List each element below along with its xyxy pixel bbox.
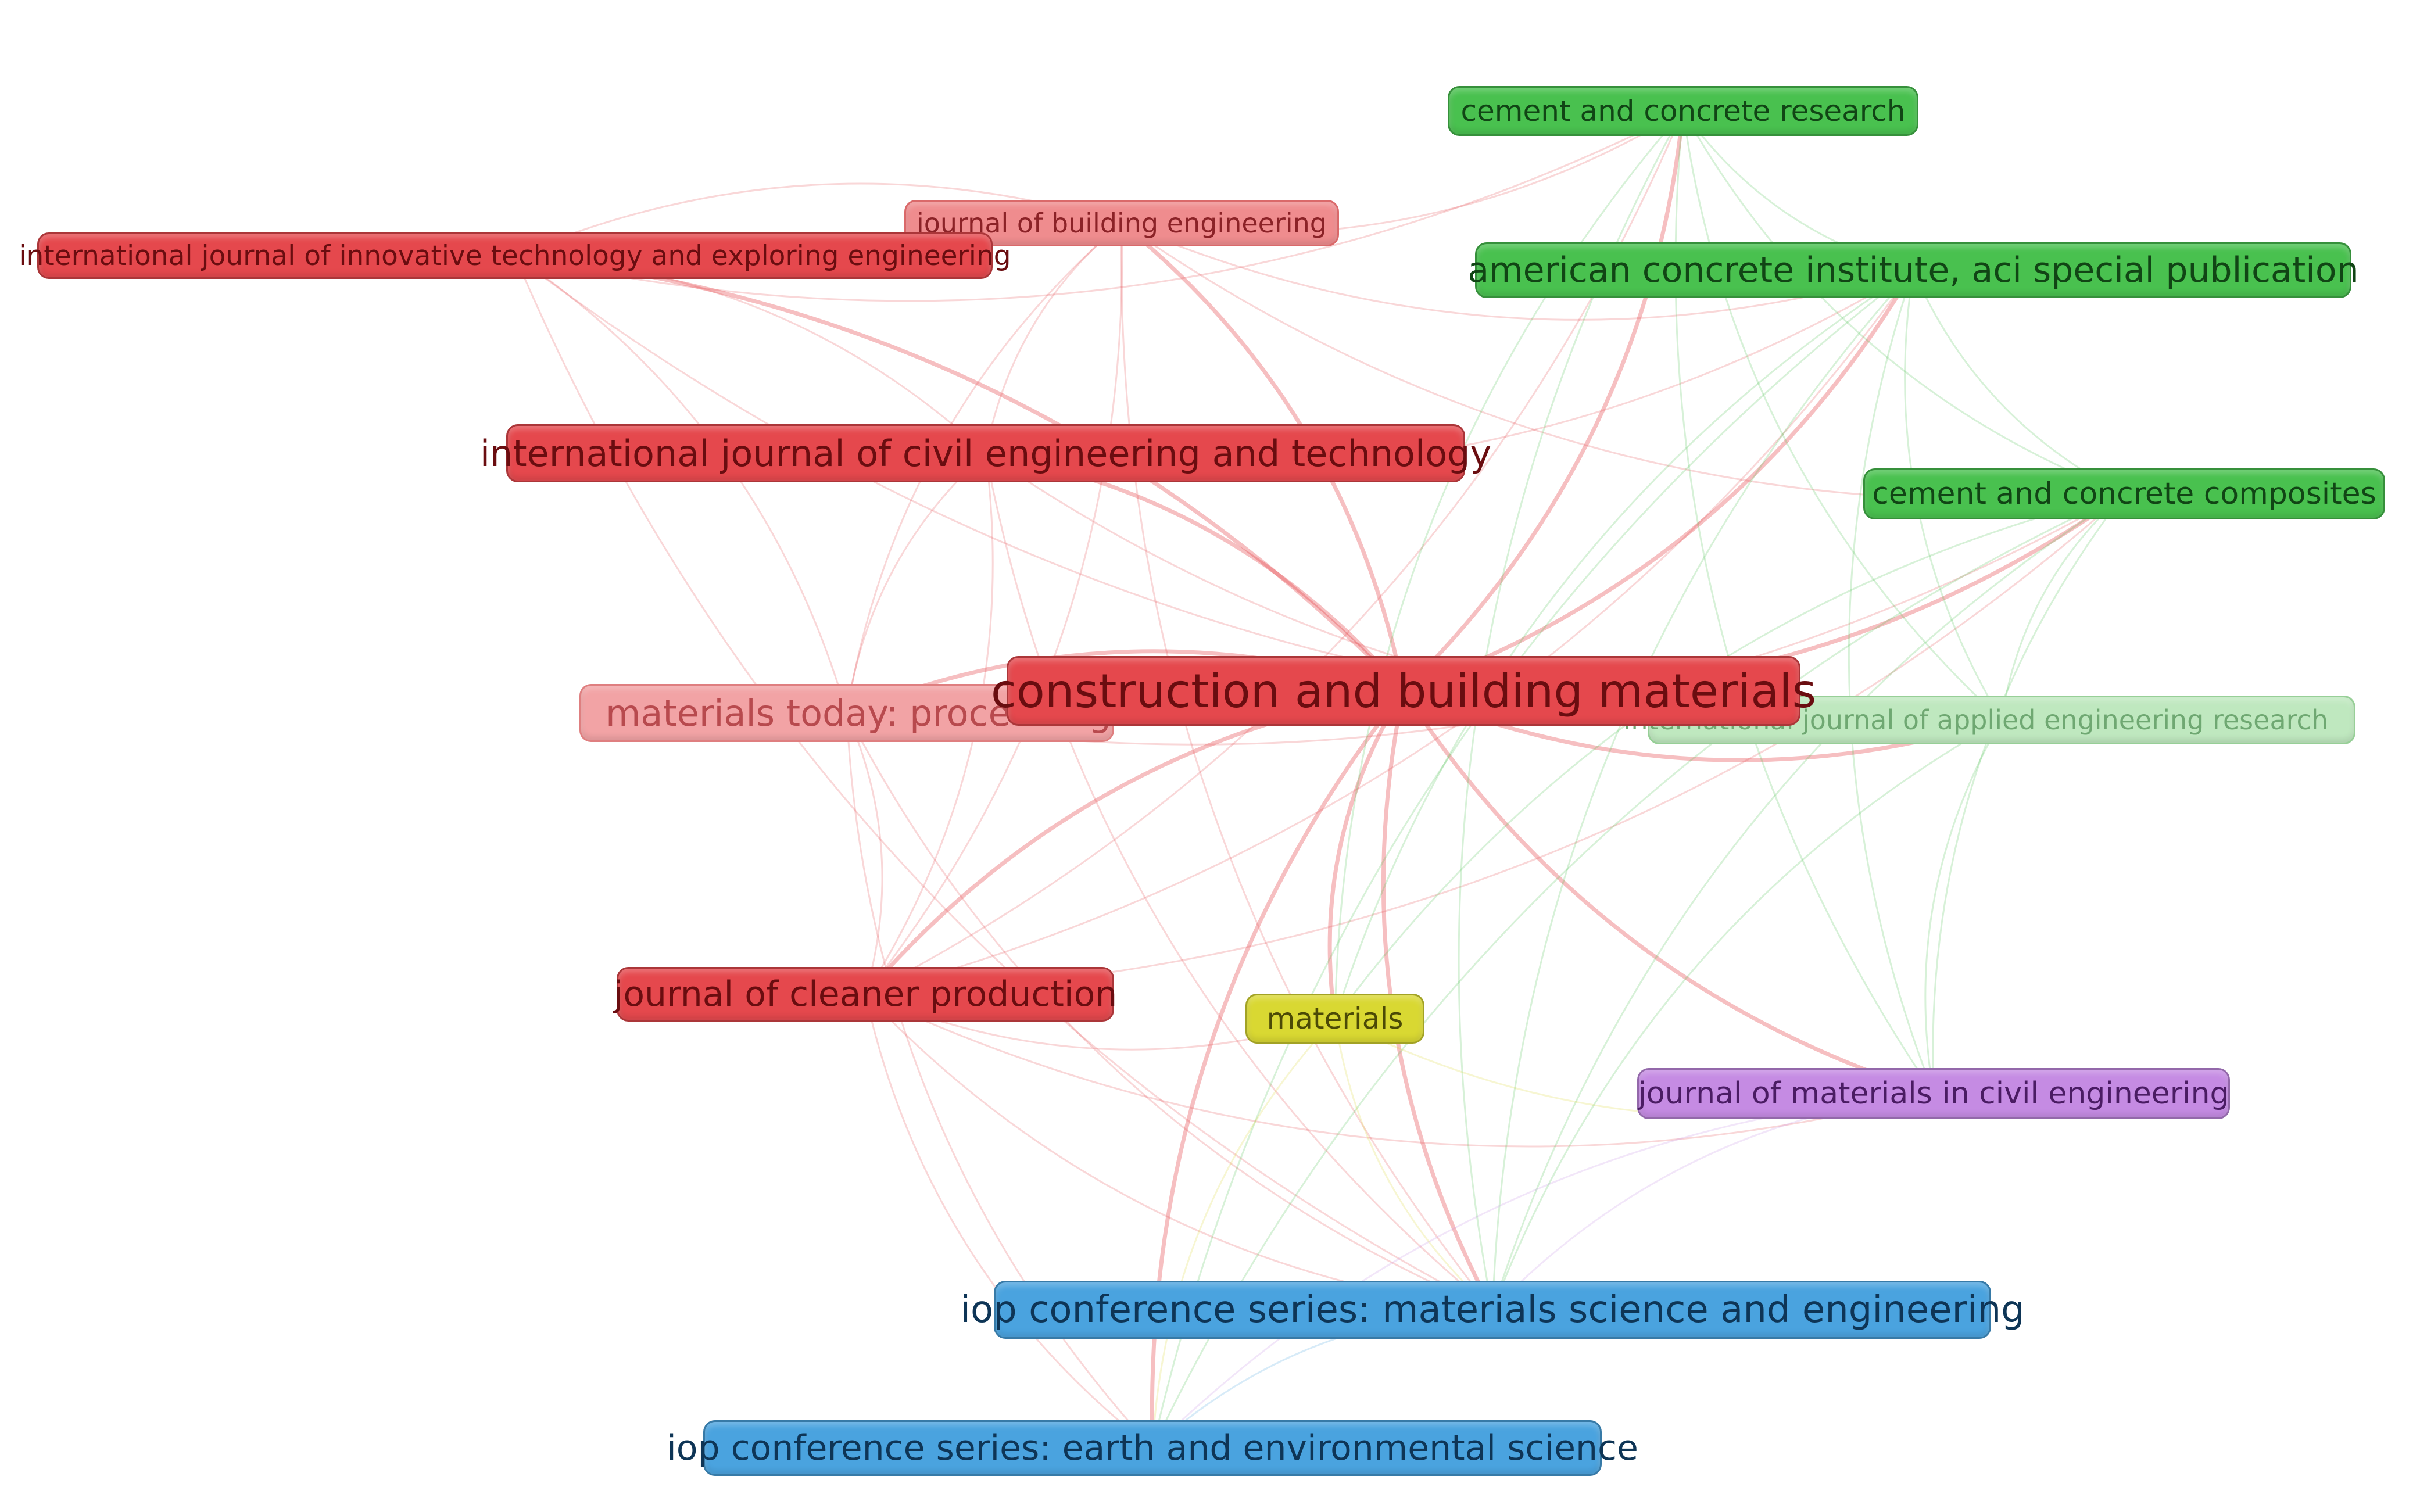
link-aci-iopees xyxy=(1151,269,1914,1449)
node-international-journal-of-civil-engineering-and-technology[interactable]: international journal of civil engineeri… xyxy=(480,424,1491,482)
link-aci-ccc xyxy=(1912,270,2125,495)
node-iop-conference-series-materials-science-and-engineering[interactable]: iop conference series: materials science… xyxy=(960,1281,2025,1339)
node-journal-of-materials-in-civil-engineering[interactable]: journal of materials in civil engineerin… xyxy=(1637,1068,2230,1119)
link-ccc-mat xyxy=(1334,493,2125,1019)
link-ccc-jmce xyxy=(1932,493,2125,1094)
link-jcp-jbe xyxy=(864,223,1123,995)
link-ijciet-iopmse xyxy=(985,453,1493,1311)
link-ijitee-ijaer xyxy=(514,255,2002,723)
link-jcp-mtp xyxy=(846,712,883,995)
node-cement-and-concrete-composites[interactable]: cement and concrete composites xyxy=(1863,468,2385,519)
link-aci-jmce xyxy=(1848,270,1935,1094)
node-international-journal-of-innovative-technology-and-exploring-engineering[interactable]: international journal of innovative tech… xyxy=(19,232,1011,279)
link-jbe-ijciet xyxy=(985,222,1122,454)
link-mtp-iopmse xyxy=(846,712,1493,1311)
link-ijaer-jmce xyxy=(1924,719,2003,1094)
node-iop-conference-series-earth-and-environmental-science[interactable]: iop conference series: earth and environ… xyxy=(667,1420,1638,1476)
node-materials[interactable]: materials xyxy=(1245,994,1424,1044)
link-ccr-mat xyxy=(1334,110,1684,1019)
link-aci-iopmse xyxy=(1491,269,1914,1310)
link-cbm-mat xyxy=(1327,690,1405,1019)
link-jcp-iopees xyxy=(864,994,1153,1449)
link-jbe-iopmse xyxy=(1120,223,1494,1310)
node-journal-of-cleaner-production[interactable]: journal of cleaner production xyxy=(614,967,1117,1022)
link-ccr-ijaer xyxy=(1682,110,2003,721)
link-ccc-iopees xyxy=(1151,493,2125,1449)
link-jcp-aci xyxy=(865,270,1914,995)
node-american-concrete-institute-aci-special-publication[interactable]: american concrete institute, aci special… xyxy=(1467,242,2359,298)
link-ijitee-ccr xyxy=(514,110,1684,302)
link-cbm-aci xyxy=(1402,269,1916,693)
link-cbm-ccr xyxy=(1402,110,1685,693)
link-jcp-jmce xyxy=(865,993,1934,1148)
link-aci-mat xyxy=(1334,269,1914,1019)
node-cement-and-concrete-research[interactable]: cement and concrete research xyxy=(1448,86,1918,136)
link-mtp-iopees xyxy=(846,712,1154,1449)
link-cbm-jmce xyxy=(1402,690,1935,1096)
link-mat-iopmse xyxy=(1334,1018,1493,1311)
link-ijitee-iopmse xyxy=(514,255,1493,1311)
link-ccc-ijaer xyxy=(2000,493,2125,721)
link-ccc-iopmse xyxy=(1491,493,2125,1310)
link-jbe-aci xyxy=(1121,222,1914,321)
link-jmce-iopmse xyxy=(1491,1092,1934,1311)
link-cbm-ijitee xyxy=(514,253,1405,693)
node-journal-of-building-engineering[interactable]: journal of building engineering xyxy=(904,200,1339,246)
link-mat-iopees xyxy=(1151,1017,1336,1449)
node-construction-and-building-materials[interactable]: construction and building materials xyxy=(991,656,1816,726)
link-ijciet-mtp xyxy=(846,452,987,714)
link-cbm-ijciet xyxy=(985,451,1405,693)
link-ccr-ccc xyxy=(1682,110,2125,495)
link-ijaer-iopmse xyxy=(1491,719,2002,1310)
